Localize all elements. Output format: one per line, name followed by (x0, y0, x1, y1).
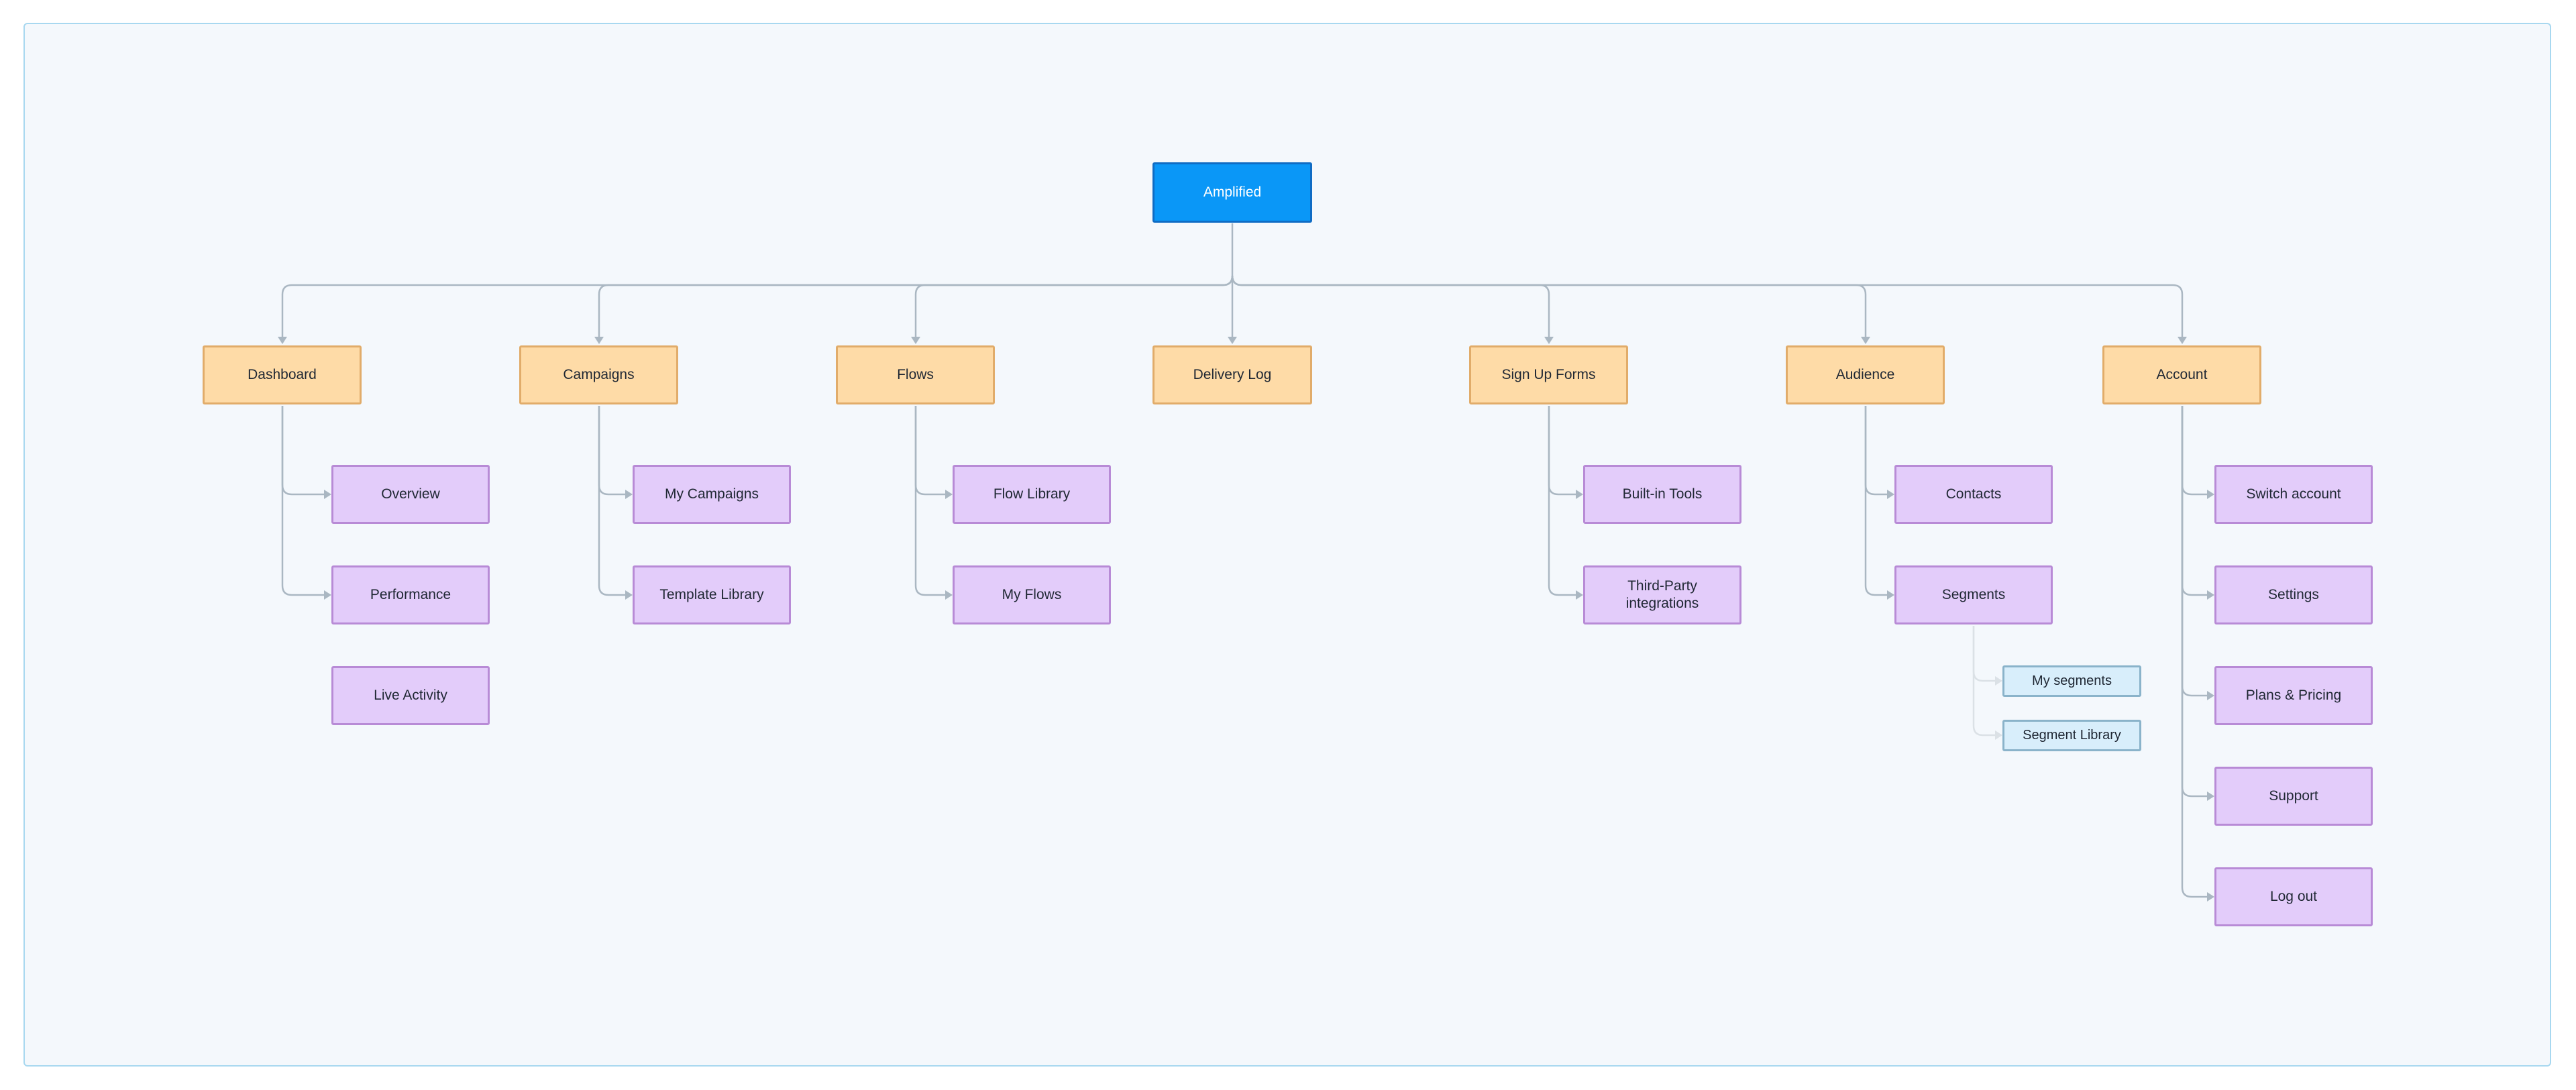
branch-arrow-5-0 (2207, 490, 2214, 499)
page-template-library[interactable]: Template Library (633, 565, 791, 624)
branch-connector-3-0 (1548, 406, 1576, 496)
section-campaigns[interactable]: Campaigns (519, 345, 678, 404)
branch-arrow-1-1 (625, 590, 633, 600)
page-plans-pricing[interactable]: Plans & Pricing (2214, 666, 2373, 725)
section-flows[interactable]: Flows (836, 345, 995, 404)
branch-arrow-2-0 (945, 490, 953, 499)
branch-connector-5-3 (2181, 406, 2207, 798)
page-flow-library[interactable]: Flow Library (953, 465, 1111, 524)
root-to-delivery-log-arrow (1228, 337, 1237, 344)
page-log-out[interactable]: Log out (2214, 867, 2373, 926)
branch-arrow-3-0 (1576, 490, 1583, 499)
branch-connector-4-0 (1864, 406, 1887, 496)
branch-connector-0-1 (281, 406, 324, 596)
section-dashboard[interactable]: Dashboard (203, 345, 362, 404)
root-to-section-arrow-1 (594, 337, 604, 344)
branch-connector-2-0 (914, 406, 945, 496)
page-my-campaigns[interactable]: My Campaigns (633, 465, 791, 524)
branch-arrow-2-1 (945, 590, 953, 600)
page-segments[interactable]: Segments (1894, 565, 2053, 624)
segment-connector-1 (1972, 626, 1995, 737)
page-contacts[interactable]: Contacts (1894, 465, 2053, 524)
branch-arrow-1-0 (625, 490, 633, 499)
branch-connector-5-1 (2181, 406, 2207, 596)
branch-connector-1-0 (598, 406, 625, 496)
page-settings[interactable]: Settings (2214, 565, 2373, 624)
branch-connector-2-1 (914, 406, 945, 596)
branch-connector-1-1 (598, 406, 625, 596)
root-to-section-arrow-5 (2178, 337, 2187, 344)
root-to-section-connector-2 (914, 275, 1234, 337)
branch-connector-0-0 (281, 406, 324, 496)
page-live-activity[interactable]: Live Activity (331, 666, 490, 725)
root-to-section-arrow-0 (278, 337, 287, 344)
page-performance[interactable]: Performance (331, 565, 490, 624)
page-my-flows[interactable]: My Flows (953, 565, 1111, 624)
branch-connector-5-4 (2181, 406, 2207, 898)
branch-arrow-4-1 (1887, 590, 1894, 600)
section-audience[interactable]: Audience (1786, 345, 1945, 404)
section-sign-up-forms[interactable]: Sign Up Forms (1469, 345, 1628, 404)
root-to-section-arrow-4 (1861, 337, 1870, 344)
segment-arrow-0 (1995, 676, 2002, 686)
branch-arrow-4-0 (1887, 490, 1894, 499)
segment-connector-0 (1972, 626, 1995, 682)
branch-connector-5-0 (2181, 406, 2207, 496)
segment-arrow-1 (1995, 730, 2002, 740)
page-overview[interactable]: Overview (331, 465, 490, 524)
root-to-section-connector-5 (1231, 275, 2184, 337)
section-account[interactable]: Account (2102, 345, 2261, 404)
branch-arrow-5-2 (2207, 691, 2214, 700)
subpage-my-segments[interactable]: My segments (2002, 665, 2141, 697)
root-to-section-arrow-2 (911, 337, 920, 344)
root-to-section-arrow-3 (1544, 337, 1554, 344)
page-support[interactable]: Support (2214, 767, 2373, 826)
branch-connector-4-1 (1864, 406, 1887, 596)
page-third-party-integrations[interactable]: Third-Party integrations (1583, 565, 1741, 624)
branch-arrow-3-1 (1576, 590, 1583, 600)
section-delivery-log[interactable]: Delivery Log (1152, 345, 1312, 404)
subpage-segment-library[interactable]: Segment Library (2002, 720, 2141, 751)
branch-arrow-0-1 (324, 590, 331, 600)
branch-arrow-5-3 (2207, 792, 2214, 801)
branch-arrow-5-4 (2207, 892, 2214, 902)
branch-connector-3-1 (1548, 406, 1576, 596)
branch-arrow-0-0 (324, 490, 331, 499)
branch-connector-5-2 (2181, 406, 2207, 697)
page-built-in-tools[interactable]: Built-in Tools (1583, 465, 1741, 524)
branch-arrow-5-1 (2207, 590, 2214, 600)
root-node[interactable]: Amplified (1152, 162, 1312, 223)
page-switch-account[interactable]: Switch account (2214, 465, 2373, 524)
